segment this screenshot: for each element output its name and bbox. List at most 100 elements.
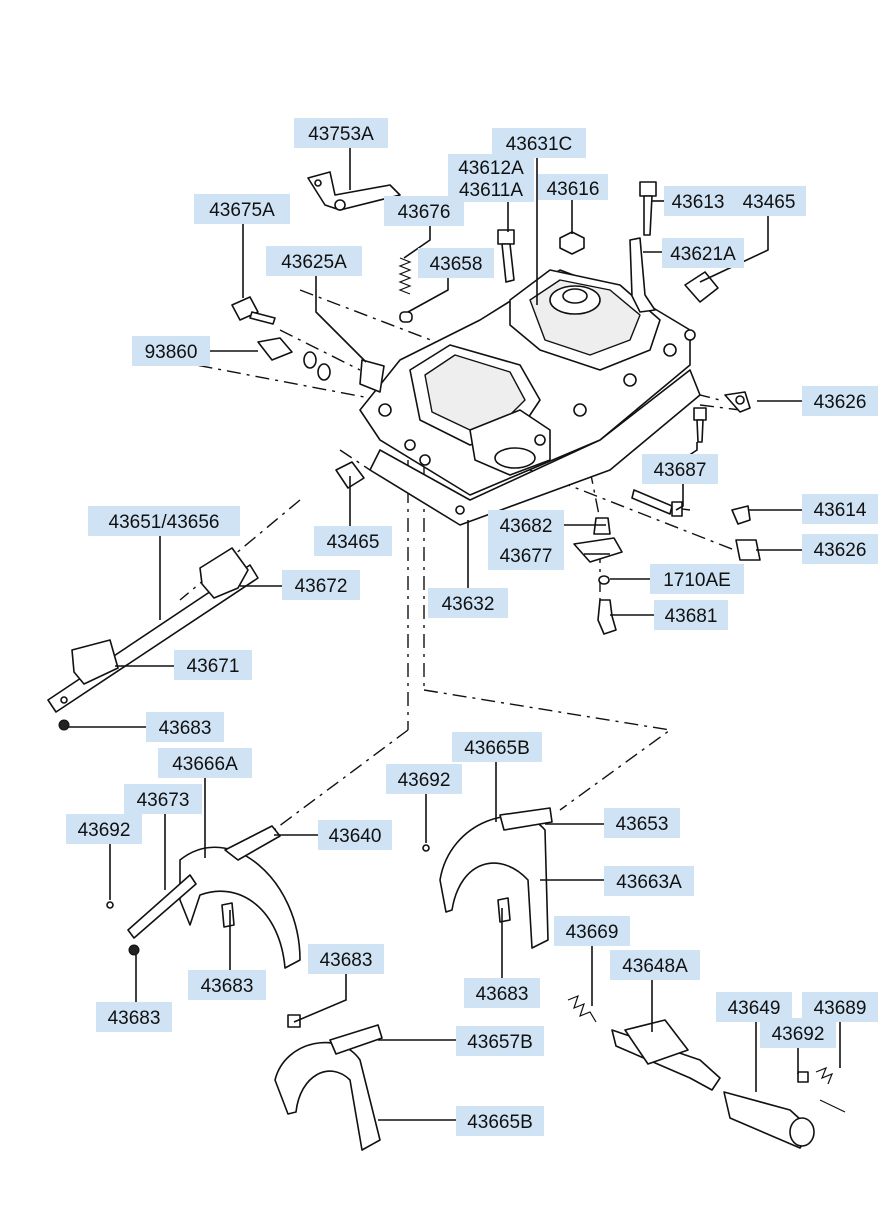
svg-text:43626: 43626 [814,540,867,561]
part-label: 43665B [456,1106,544,1136]
svg-text:43753A: 43753A [308,124,374,145]
svg-text:43631C: 43631C [506,134,573,155]
part-label: 43683 [188,970,266,1000]
svg-text:43669: 43669 [566,922,619,943]
leader-lines [68,148,841,1121]
part-label: 43640 [318,820,392,850]
part-label: 43687 [642,454,718,484]
shift-forks [106,807,846,1151]
svg-text:43616: 43616 [547,179,600,200]
part-label: 43669 [554,916,630,946]
part-label: 43625A [266,246,362,276]
part-label: 43658 [418,248,494,278]
svg-text:43632: 43632 [442,594,495,615]
svg-text:43625A: 43625A [281,252,347,273]
part-label: 43682 [488,510,564,540]
svg-text:43663A: 43663A [616,872,682,893]
svg-text:43665B: 43665B [464,738,530,759]
shift-rail-assembly [47,547,259,731]
svg-text:43675A: 43675A [209,200,275,221]
part-label: 43665B [452,732,542,762]
part-label: 43663A [604,866,694,896]
svg-text:43683: 43683 [320,950,373,971]
svg-text:43612A: 43612A [458,158,524,179]
svg-text:43677: 43677 [500,546,553,567]
part-label: 43651/43656 [88,506,240,536]
svg-text:43687: 43687 [654,460,707,481]
svg-text:43658: 43658 [430,254,483,275]
part-label: 43692 [760,1018,836,1048]
svg-text:43681: 43681 [665,606,718,627]
svg-text:43683: 43683 [108,1008,161,1029]
part-label: 43753A [294,118,388,148]
svg-text:43651/43656: 43651/43656 [109,512,220,533]
part-label: 43676 [384,196,464,226]
part-label: 43465 [732,186,806,216]
part-label: 43465 [314,526,392,556]
part-label: 43611A [448,178,534,202]
svg-text:43626: 43626 [814,392,867,413]
part-label: 43626 [802,386,878,416]
right-small-parts [573,391,761,635]
part-label: 43673 [124,784,202,814]
part-label: 43671 [174,650,252,680]
svg-text:43692: 43692 [772,1024,825,1045]
part-label: 43631C [492,128,586,158]
svg-text:43611A: 43611A [459,180,523,201]
svg-text:43682: 43682 [500,516,553,537]
svg-text:43689: 43689 [814,998,867,1019]
svg-text:43692: 43692 [398,770,451,791]
svg-text:43465: 43465 [743,192,796,213]
svg-text:43665B: 43665B [467,1112,533,1133]
part-label: 43692 [66,814,142,844]
upper-small-parts [231,171,719,489]
svg-text:93860: 93860 [145,342,198,363]
part-label: 43683 [96,1002,172,1032]
part-label: 43677 [488,540,564,570]
svg-text:43683: 43683 [159,718,212,739]
part-label: 43653 [604,808,680,838]
part-label: 43657B [456,1026,544,1056]
part-label: 43614 [802,494,878,524]
svg-text:1710AE: 1710AE [663,570,731,591]
svg-text:43648A: 43648A [622,956,688,977]
part-label: 43616 [538,174,608,200]
part-label: 43648A [610,950,700,980]
svg-text:43676: 43676 [398,202,451,223]
part-label: 43683 [146,712,224,742]
part-label: 43681 [654,600,728,630]
part-label: 43692 [386,764,462,794]
part-labels: 43753A 43631C 43612A 43611A 43616 43613 … [66,118,878,1136]
svg-text:43683: 43683 [476,984,529,1005]
part-label: 43689 [802,992,878,1022]
part-label: 43683 [464,978,540,1008]
part-label: 43672 [282,570,360,600]
part-label: 43613 [664,186,732,216]
svg-text:43653: 43653 [616,814,669,835]
svg-text:43649: 43649 [728,998,781,1019]
part-label: 43632 [428,588,508,618]
part-label: 43612A [448,154,534,179]
svg-text:43672: 43672 [295,576,348,597]
transmission-cover-housing [359,269,701,526]
svg-text:43640: 43640 [329,826,382,847]
part-label: 43649 [716,992,792,1022]
svg-text:43465: 43465 [327,532,380,553]
part-label: 93860 [132,336,210,366]
svg-text:43692: 43692 [78,820,131,841]
svg-text:43621A: 43621A [670,244,736,265]
svg-text:43614: 43614 [814,500,867,521]
svg-text:43613: 43613 [672,192,725,213]
part-label: 43675A [194,194,290,224]
part-label: 43666A [158,748,252,778]
part-label: 43626 [802,534,878,564]
svg-text:43671: 43671 [187,656,240,677]
part-label: 1710AE [650,564,744,594]
svg-text:43666A: 43666A [172,754,238,775]
svg-text:43657B: 43657B [467,1032,533,1053]
part-label: 43683 [308,944,384,974]
svg-text:43673: 43673 [137,790,190,811]
svg-text:43683: 43683 [201,976,254,997]
part-label: 43621A [662,238,744,268]
